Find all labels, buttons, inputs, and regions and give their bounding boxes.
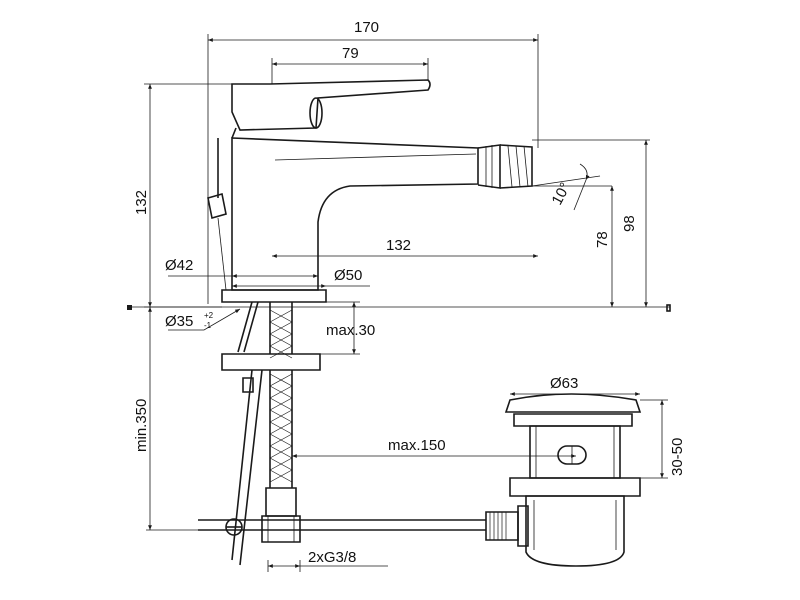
dim-deck-thickness: max.30 [326,322,375,339]
dim-body-diameter: Ø42 [165,257,193,274]
dim-handle-length: 79 [342,45,359,62]
dim-total-height: 132 [133,190,150,215]
dim-hole-tol-minus: -1 [204,321,212,330]
dim-under-deck: min.350 [133,399,150,452]
dim-aerator-height: 98 [621,215,638,232]
dim-hole-tol-plus: +2 [204,311,214,320]
dim-angle: 10° [549,180,575,208]
deck-marker-left [127,305,132,310]
dim-base-diameter: Ø50 [334,267,362,284]
dim-connection: 2xG3/8 [308,549,356,566]
dim-waste-height: 30-50 [669,438,686,476]
deck-assembly [127,301,671,566]
dimension-labels: 170 79 132 132 Ø42 Ø50 Ø35 +2 -1 max.30 … [133,19,686,566]
dimension-lines [144,34,668,572]
waste-assembly [485,393,642,567]
dim-hole-diameter: Ø35 [165,313,193,330]
dim-total-depth: 170 [354,19,379,36]
dim-spout-height: 78 [594,231,611,248]
dim-rod-length: max.150 [388,437,446,454]
faucet-body [207,79,533,303]
dim-spout-reach: 132 [386,237,411,254]
dim-waste-diameter: Ø63 [550,375,578,392]
deck-marker-right [666,304,671,312]
braided-hose [269,309,293,488]
